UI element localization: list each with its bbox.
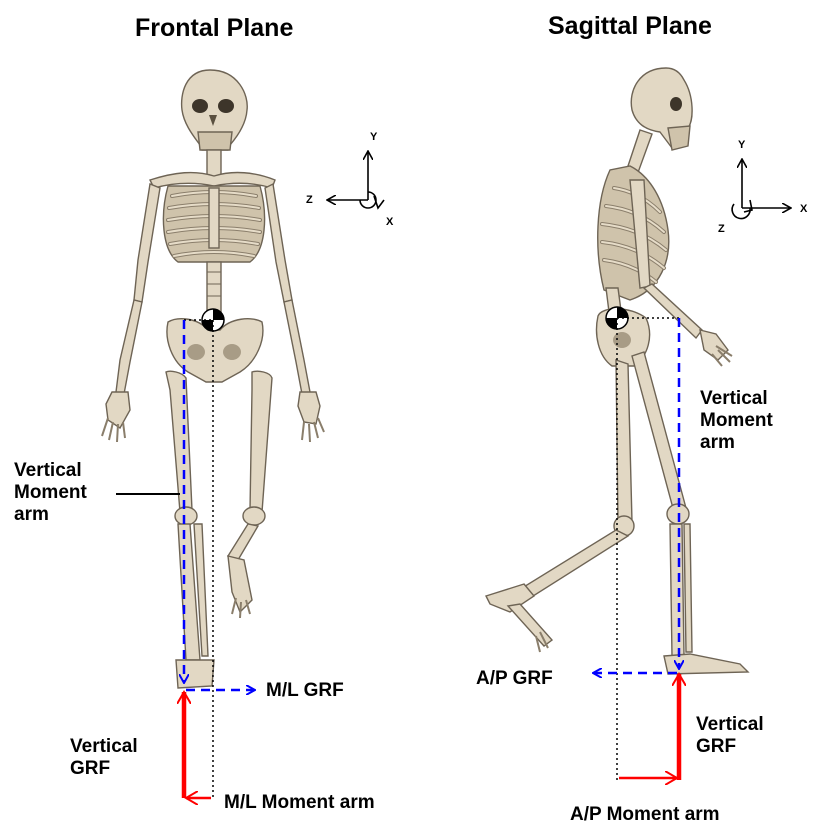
frontal-axis-y: Y [370, 131, 378, 143]
frontal-ml-grf-label: M/L GRF [266, 680, 344, 702]
sagittal-axis-x: X [800, 203, 808, 215]
sagittal-plane-title: Sagittal Plane [548, 12, 712, 41]
frontal-axis-triad: Y Z X [306, 131, 394, 228]
sagittal-vertical-moment-arm-label: Vertical Moment arm [700, 388, 773, 454]
frontal-axis-z: Z [306, 194, 313, 206]
frontal-axis-x: X [386, 216, 394, 228]
sagittal-vertical-grf-label: Vertical GRF [696, 714, 764, 758]
sagittal-ap-grf-label: A/P GRF [476, 668, 553, 690]
sagittal-ap-moment-arm-label: A/P Moment arm [570, 804, 720, 826]
frontal-ml-moment-arm-label: M/L Moment arm [224, 792, 375, 814]
frontal-vertical-moment-arm-label: Vertical Moment arm [14, 460, 87, 526]
sagittal-axis-y: Y [738, 139, 746, 151]
sagittal-axis-z: Z [718, 223, 725, 235]
frontal-plane-title: Frontal Plane [135, 14, 293, 43]
sagittal-axis-triad: Y X Z [718, 139, 808, 235]
frontal-vertical-grf-label: Vertical GRF [70, 736, 138, 780]
